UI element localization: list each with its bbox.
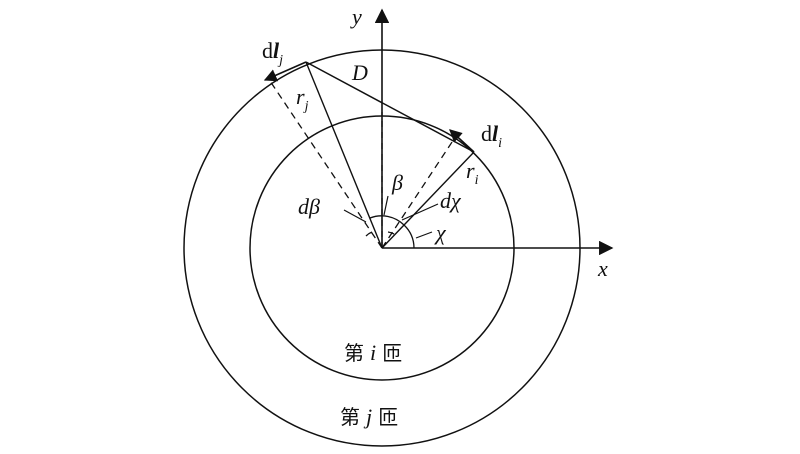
angle-beta-arc <box>369 215 405 226</box>
dashed-line-i <box>381 132 459 249</box>
d-beta-leader <box>343 209 367 223</box>
dl-j-arrow <box>263 61 307 82</box>
dl-i-arrow <box>449 129 475 153</box>
dl-i-label: dli <box>481 121 502 151</box>
beta-label: β <box>391 170 403 195</box>
chi-label: χ <box>434 220 447 245</box>
beta-leader <box>383 195 389 216</box>
chi-leader <box>415 231 433 239</box>
angle-d-chi-arc <box>387 231 395 235</box>
y-axis-label: y <box>350 4 362 29</box>
r-j-label: rj <box>296 84 309 114</box>
dl-j-label: dlj <box>262 38 283 68</box>
radius-r-j-line <box>305 61 383 249</box>
radius-r-i-line <box>381 151 475 249</box>
angle-d-beta-arc <box>365 231 373 237</box>
d-chi-label: dχ <box>440 188 462 213</box>
distance-d-label: D <box>351 60 368 85</box>
distance-d-line <box>305 61 475 153</box>
dashed-line-j <box>269 80 383 249</box>
outer-turn-circle <box>183 49 581 447</box>
angle-chi-arc <box>403 224 415 249</box>
r-i-label: ri <box>466 158 479 188</box>
d-chi-leader <box>401 203 439 221</box>
x-axis-label: x <box>597 256 608 281</box>
d-beta-label: dβ <box>298 194 320 219</box>
